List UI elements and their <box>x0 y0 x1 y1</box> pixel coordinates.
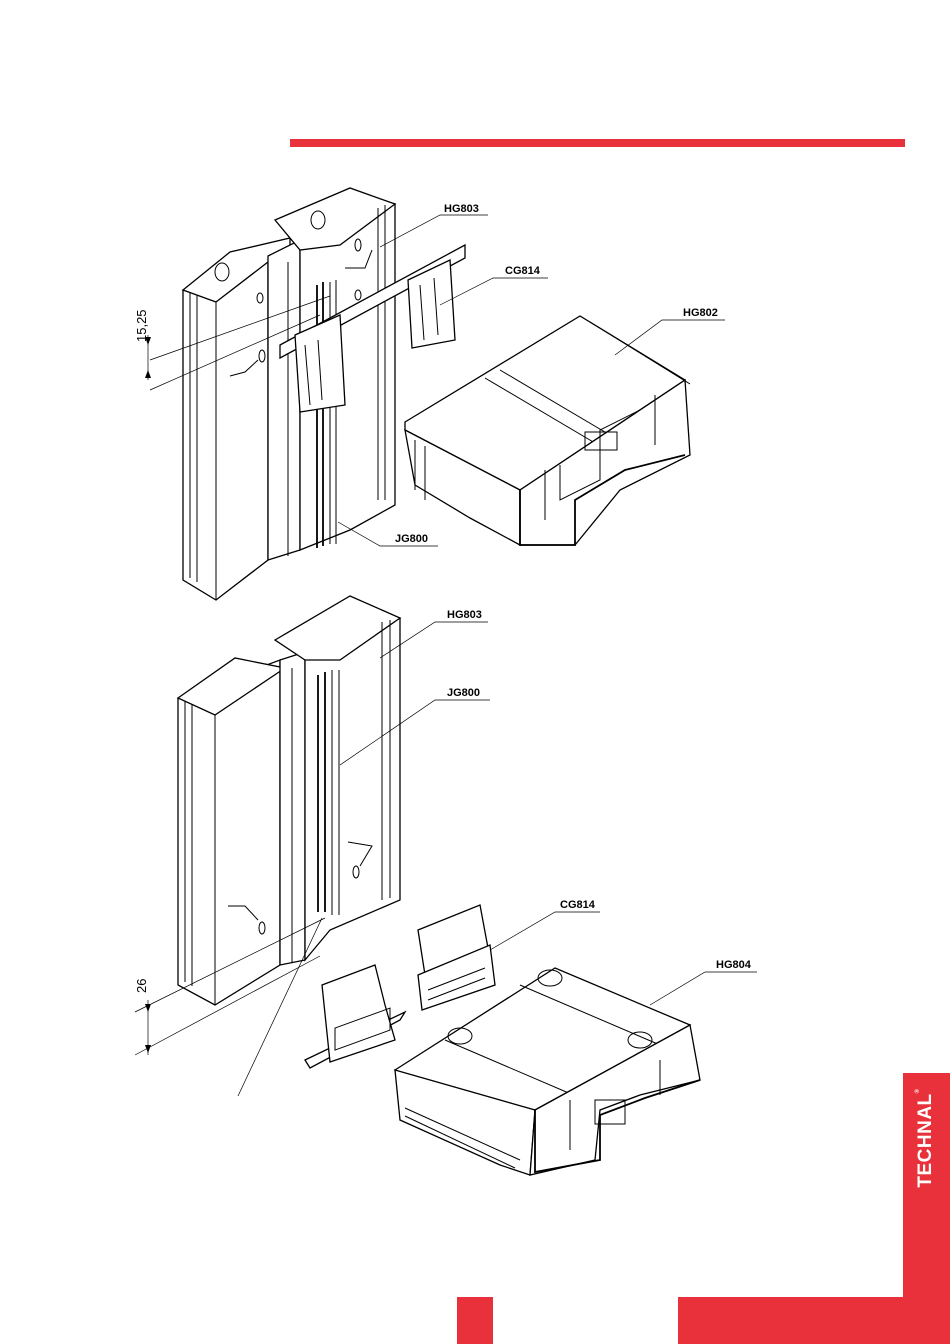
leader-top-cg814 <box>440 278 548 305</box>
label-hg804: HG804 <box>716 959 752 971</box>
label-bottom-jg800: JG800 <box>447 687 480 699</box>
leader-hg804 <box>650 972 757 1005</box>
label-bottom-hg803: HG803 <box>447 609 482 621</box>
dimension-bottom-value: 26 <box>134 979 149 993</box>
dimension-bottom: 26 <box>134 979 151 1055</box>
dimension-top: 15,25 <box>134 309 151 380</box>
label-top-cg814: CG814 <box>505 265 541 277</box>
label-hg802: HG802 <box>683 307 718 319</box>
dimension-top-value: 15,25 <box>134 309 149 342</box>
leader-bottom-cg814 <box>490 912 600 950</box>
callouts: HG803 CG814 HG802 JG800 HG803 JG800 CG81… <box>338 203 757 1005</box>
bottom-mullion-right-face <box>305 618 400 960</box>
top-mullion-left-face <box>183 256 268 600</box>
label-top-hg803: HG803 <box>444 203 479 215</box>
top-mullion-center <box>268 240 300 560</box>
clip-left-body <box>322 965 395 1062</box>
label-bottom-cg814: CG814 <box>560 899 596 911</box>
leader-top-hg803 <box>380 215 488 247</box>
bottom-mullion-left-face <box>178 660 280 1005</box>
hg802-profile <box>405 316 690 545</box>
label-top-jg800: JG800 <box>395 533 428 545</box>
